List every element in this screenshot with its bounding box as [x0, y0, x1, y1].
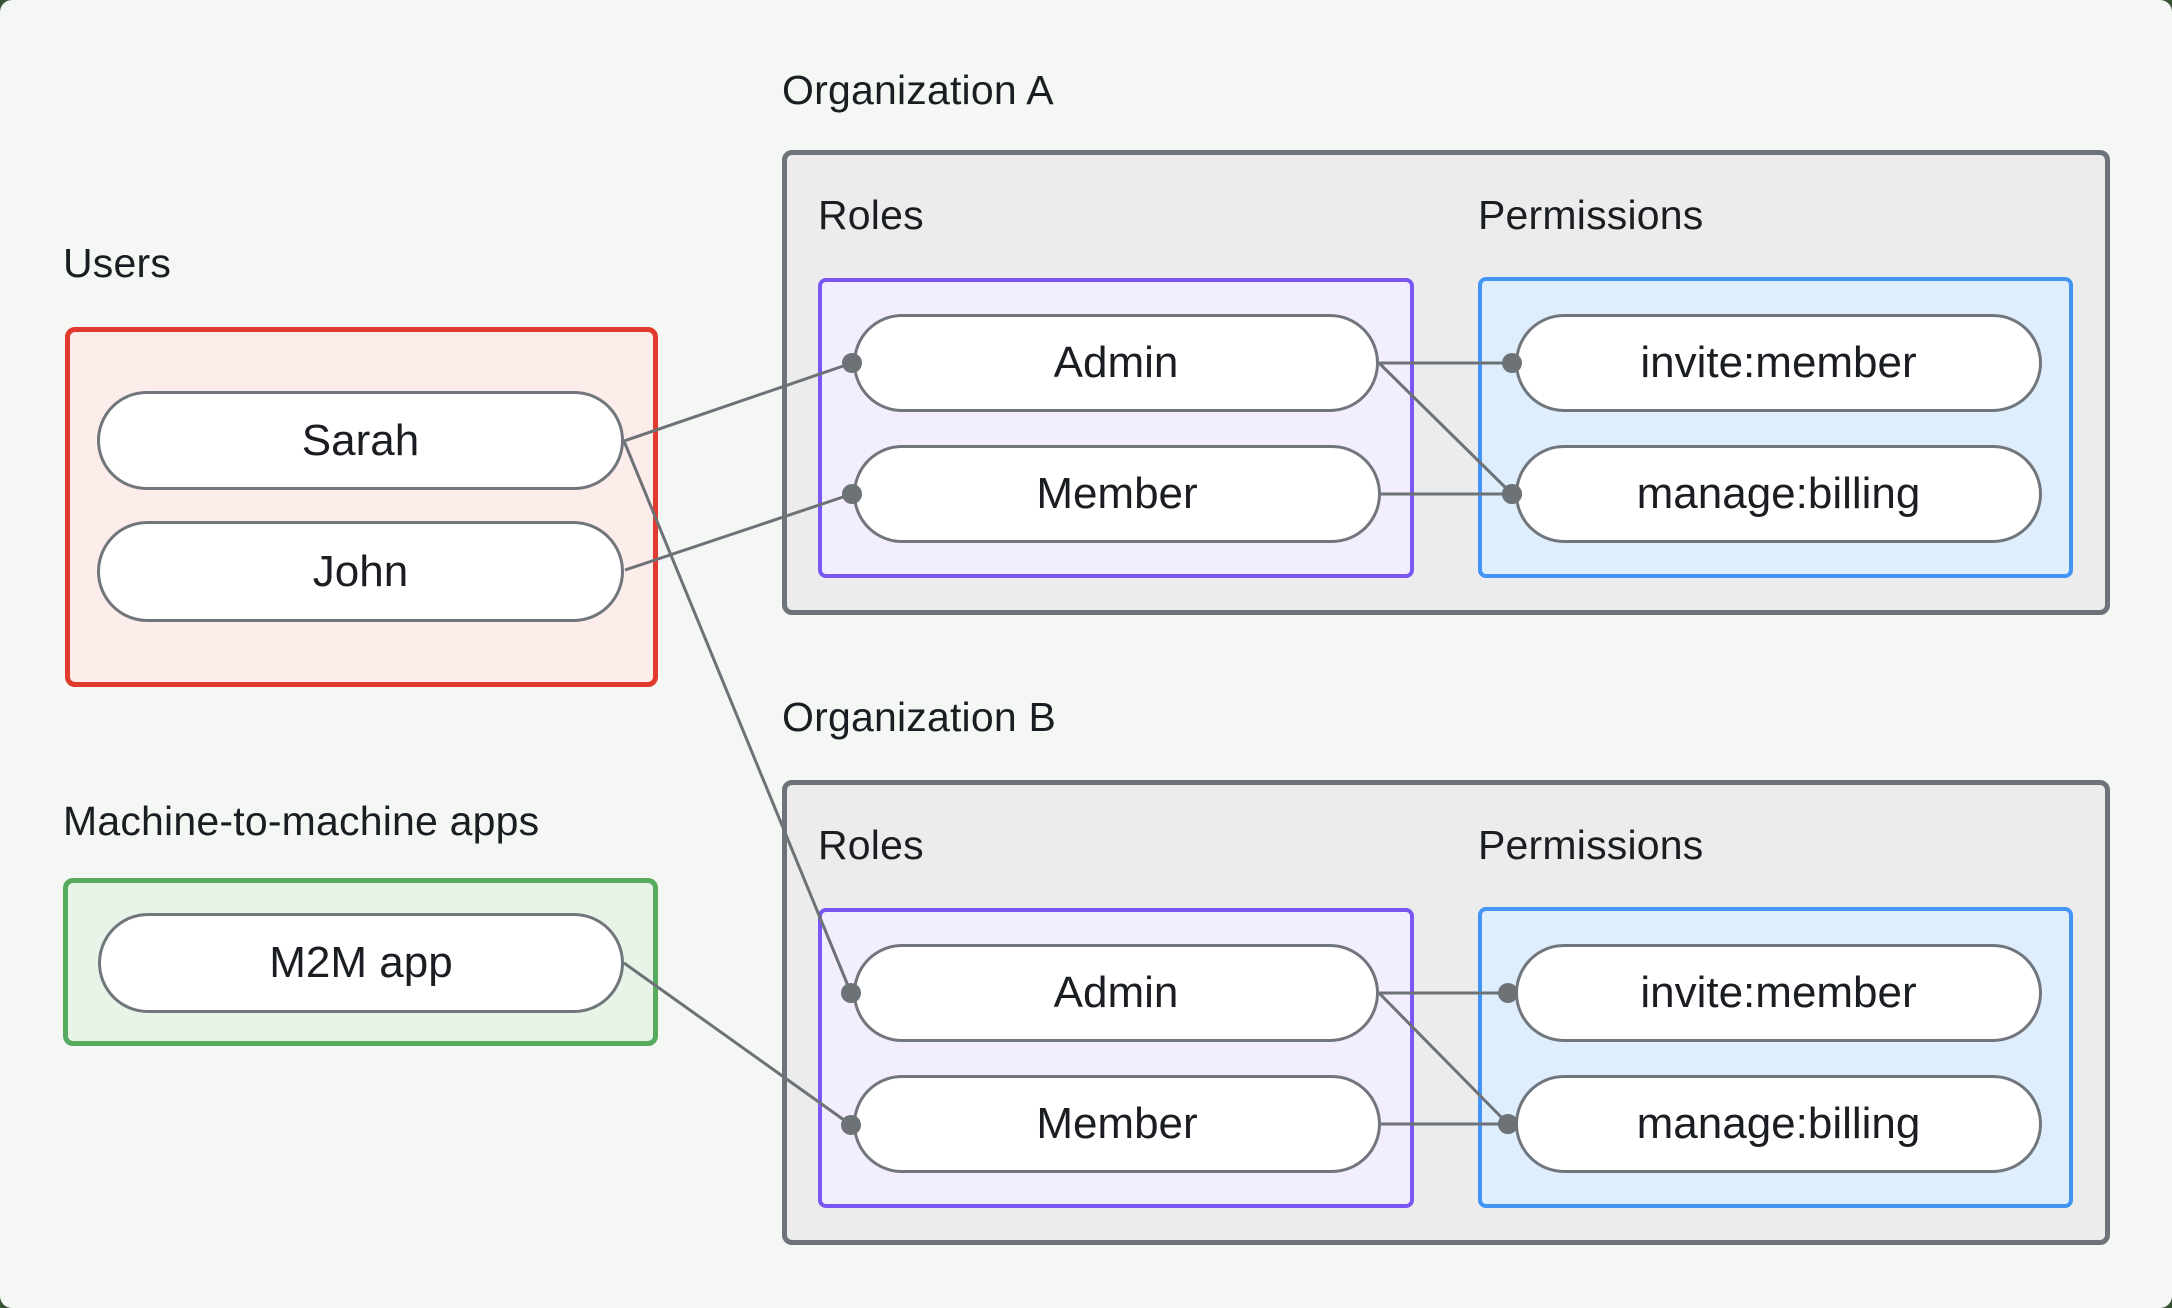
node-m2m-app: M2M app [98, 913, 624, 1013]
m2m-label: Machine-to-machine apps [63, 798, 540, 844]
users-group-box [65, 327, 658, 687]
node-org-b-member: Member [853, 1075, 1381, 1173]
node-org-b-manage-billing: manage:billing [1515, 1075, 2042, 1173]
node-org-b-invite-member: invite:member [1515, 944, 2042, 1042]
node-org-b-admin: Admin [853, 944, 1379, 1042]
org-b-title: Organization B [782, 694, 1057, 740]
node-org-a-admin: Admin [853, 314, 1379, 412]
org-a-title: Organization A [782, 67, 1054, 113]
users-label: Users [63, 240, 172, 286]
node-org-a-invite-member: invite:member [1515, 314, 2042, 412]
node-john: John [97, 521, 624, 622]
org-b-permissions-label: Permissions [1478, 822, 1704, 868]
node-org-a-member: Member [853, 445, 1381, 543]
org-a-permissions-label: Permissions [1478, 192, 1704, 238]
node-org-a-manage-billing: manage:billing [1515, 445, 2042, 543]
node-sarah: Sarah [97, 391, 624, 490]
org-a-roles-label: Roles [818, 192, 924, 238]
org-b-roles-label: Roles [818, 822, 924, 868]
